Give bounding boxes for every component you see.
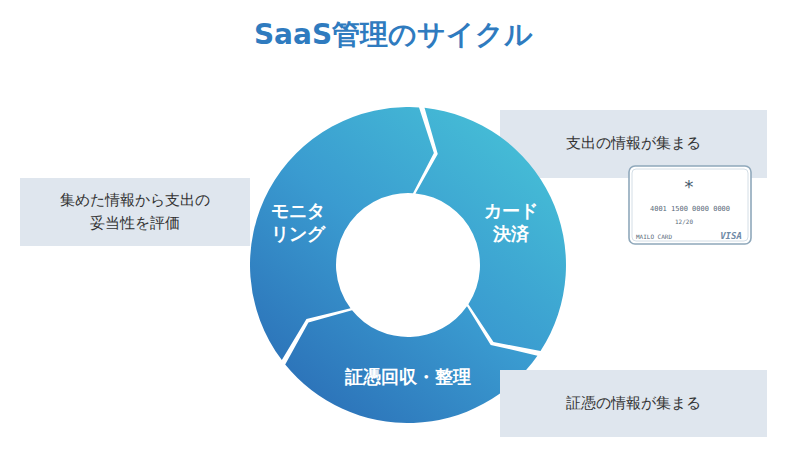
segment-arrow — [416, 108, 566, 351]
diagram-title: SaaS管理のサイクル — [0, 18, 787, 52]
segment-label: 証憑回収・整理 — [323, 365, 493, 388]
card-inner-line — [632, 169, 748, 241]
card-text: MAILO CARD — [636, 233, 672, 240]
segment-label: カード 決済 — [469, 199, 553, 246]
card-text: 12/20 — [675, 218, 693, 225]
callout-text: 集めた情報から支出の 妥当性を評価 — [32, 189, 238, 236]
info-callout-box: 集めた情報から支出の 妥当性を評価 — [20, 178, 250, 246]
card-text: 4001 1500 0000 0000 — [650, 205, 730, 213]
card-text: VISA — [720, 231, 742, 241]
card-outline — [629, 166, 751, 244]
callout-text: 証憑の情報が集まる — [566, 392, 701, 415]
callout-text: 支出の情報が集まる — [566, 132, 701, 155]
segment-label: モニタ リング — [256, 199, 340, 246]
card-chip-mark: * — [684, 176, 695, 197]
info-callout-box: 証憑の情報が集まる — [500, 370, 767, 437]
